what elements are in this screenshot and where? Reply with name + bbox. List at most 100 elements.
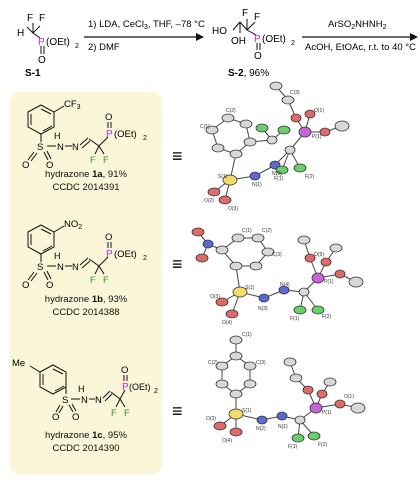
label-1a-s: S(1) [218, 174, 228, 180]
label-1b-n3: N(3) [258, 306, 268, 312]
caption-1c-ccdc: CCDC 2014390 [52, 443, 120, 454]
s1-sub2: 2 [75, 43, 79, 50]
n-atom-1c-2: N [95, 395, 102, 406]
f-atom-1a-1: F [90, 155, 96, 166]
s2-f-atom-2: F [254, 12, 260, 23]
f-atom-1c-2: F [124, 408, 130, 419]
s2-p-atom: P [254, 34, 261, 45]
equiv-symbol-1a: ≡ [172, 146, 183, 166]
n-atom-1b-1: N [57, 262, 64, 273]
p-atom-1b: P [106, 249, 113, 260]
s2-sub2: 2 [291, 40, 295, 47]
f-atom-1a-2: F [103, 155, 109, 166]
substituent-1b: NO2 [64, 219, 82, 231]
label-1b-s: S(1) [245, 285, 255, 291]
o-atom-1b-left: O [22, 280, 29, 291]
h-atom-1a: H [54, 131, 61, 141]
caption-1b-ccdc: CCDC 2014388 [52, 307, 120, 318]
label-1b-o3: O(3) [210, 294, 220, 300]
o-atom-1a-right: O [46, 160, 53, 171]
o-atom-1b-p: O [105, 232, 112, 243]
s-atom-1c: S [62, 395, 68, 406]
label-1b-c1: C(1) [242, 228, 252, 234]
label-1c-n2: N(2) [256, 426, 266, 432]
caption-1a-name: hydrazone 1a, 91% [45, 169, 127, 180]
s1-p-atom: P [38, 37, 45, 48]
substituent-1c: Me [12, 358, 25, 369]
structure-1c: Me S O O H N N F F P (OEt) 2 [12, 358, 158, 423]
label-1b-f1: F(1) [290, 316, 300, 322]
label-1a-c2: C(2) [226, 108, 236, 114]
caption-1b-name: hydrazone 1b, 93% [44, 294, 128, 305]
n-atom-1a-2: N [72, 142, 79, 153]
label-1c-p: P(1) [322, 410, 332, 416]
h-atom-1b: H [54, 251, 61, 261]
s1-f-atom-1: F [27, 13, 33, 24]
p-atom-1a: P [106, 129, 113, 140]
o-atom-1a-left: O [22, 160, 29, 171]
label-1c-c1: C(1) [242, 332, 252, 338]
label-1b-o5: O(5) [314, 252, 324, 258]
s1-label: S-1 [25, 68, 41, 79]
o-atom-1a-p: O [105, 112, 112, 123]
label-1c-o4: O(4) [222, 438, 232, 444]
f-atom-1b-2: F [103, 275, 109, 286]
substituent-1a: CF3 [64, 99, 81, 111]
s2-label-line: S-2, 96% [228, 68, 269, 79]
caption-1a-ccdc: CCDC 2014391 [52, 182, 120, 193]
s1-oet: (OEt) [46, 37, 70, 48]
oet-sub-1a: 2 [143, 135, 147, 142]
label-1b-p: P(1) [324, 279, 334, 285]
label-1c-s: S(1) [242, 408, 252, 414]
caption-1b: hydrazone 1b, 93% CCDC 2014388 [10, 293, 162, 319]
label-1c-c3: C(3) [256, 360, 266, 366]
label-1a-p: P(1) [312, 134, 322, 140]
label-1c-o3: O(3) [206, 416, 216, 422]
oet-sub-1b: 2 [143, 255, 147, 262]
label-1a-n2: N(2) [272, 171, 282, 177]
label-1c-f2: F(2) [318, 442, 328, 448]
label-1c-f1: F(1) [288, 444, 298, 450]
o-atom-1c-p: O [121, 365, 128, 376]
label-1c-c2: C(2) [208, 360, 218, 366]
s1-o-atom: O [38, 55, 46, 66]
s2-f-atom-1: F [242, 8, 248, 19]
crystal-structure-1c: S(1) N(2) N(1) P(1) F(1) F(2) O(1) O(3) … [206, 332, 366, 450]
step1-line2: 2) DMF [88, 42, 120, 53]
crystal-structure-1a: S(1) N(1) N(2) P(1) F(1) F(2) O(1) O(2) … [200, 81, 350, 212]
step2-line1: ArSO2NHNH2 [328, 19, 387, 31]
equiv-symbol-1c: ≡ [172, 401, 183, 421]
s2-oet: (OEt) [262, 34, 286, 45]
o-atom-1c-left: O [52, 412, 59, 423]
label-1b-c3: C(3) [272, 252, 282, 258]
label-1a-c3: C(3) [290, 90, 300, 96]
h-atom-1c: H [78, 384, 85, 394]
label-1a-f1: F(1) [274, 176, 284, 182]
label-1a-n1: N(1) [252, 182, 262, 188]
label-1a-o1: O(1) [314, 108, 324, 114]
s-atom-1b: S [37, 262, 43, 273]
equiv-symbol-1b: ≡ [172, 254, 183, 274]
label-1b-c2: C(2) [262, 228, 272, 234]
label-1a-o2: O(2) [204, 198, 214, 204]
step1-line1: 1) LDA, CeCl3, THF, –78 °C [88, 19, 205, 31]
start-material-s1: H F F P (OEt) 2 O S-1 [17, 13, 79, 79]
label-1b-n4: N(4) [280, 282, 290, 288]
label-1b-o4: O(4) [222, 320, 232, 326]
caption-1a: hydrazone 1a, 91% CCDC 2014391 [10, 168, 162, 194]
caption-1c-name: hydrazone 1c, 95% [45, 430, 127, 441]
o-atom-1b-right: O [46, 280, 53, 291]
label-1b-f2: F(2) [322, 314, 332, 320]
n-atom-1c-1: N [81, 395, 88, 406]
s2-ho: HO [212, 26, 227, 37]
n-atom-1a-1: N [57, 142, 64, 153]
s1-h-atom: H [17, 28, 24, 39]
label-1c-o1: O(1) [344, 394, 354, 400]
caption-1c: hydrazone 1c, 95% CCDC 2014390 [10, 429, 162, 455]
oet-1c: (OEt) [129, 382, 151, 392]
label-1c-n1: N(1) [278, 424, 288, 430]
s-atom-1a: S [37, 142, 43, 153]
reaction-arrow-2: ArSO2NHNH2 AcOH, EtOAc, r.t. to 40 °C [302, 19, 418, 53]
label-1a-c1: C(1) [200, 124, 210, 130]
